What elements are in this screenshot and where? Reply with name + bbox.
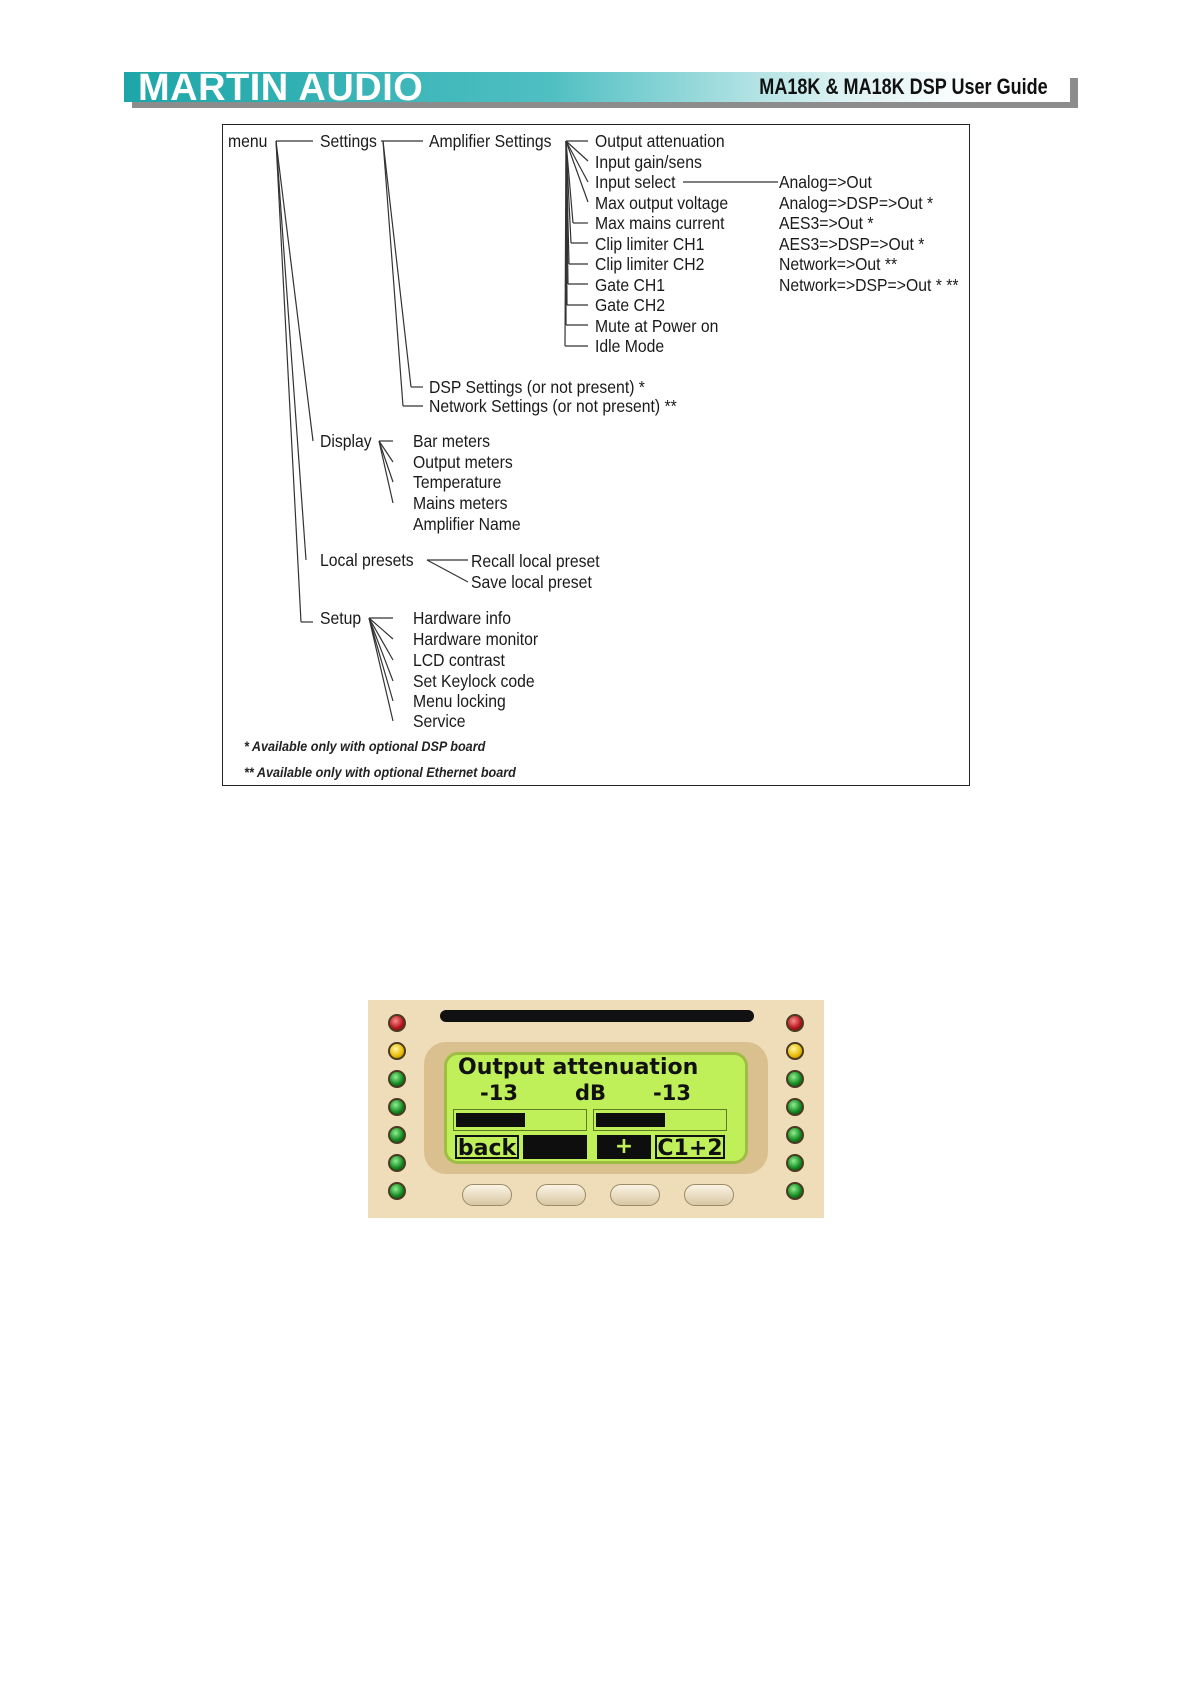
amp-item: Clip limiter CH1: [595, 234, 705, 254]
display-item: Amplifier Name: [413, 514, 521, 534]
setup-item: Hardware monitor: [413, 629, 539, 649]
panel-button-2[interactable]: [536, 1184, 586, 1206]
menu-display: Display: [320, 431, 372, 451]
amp-item: Gate CH2: [595, 295, 666, 315]
led-indicator: [388, 1154, 406, 1172]
banner-bar: MARTIN AUDIO MA18K & MA18K DSP User Guid…: [124, 69, 1070, 107]
panel-button-3[interactable]: [610, 1184, 660, 1206]
led-indicator: [786, 1098, 804, 1116]
amp-item: Gate CH1: [595, 275, 666, 295]
input-option: Analog=>Out: [779, 172, 872, 192]
setup-item: Service: [413, 711, 466, 731]
lcd-screen: Output attenuation -13 dB -13 back + C1+…: [444, 1052, 748, 1164]
display-item: Bar meters: [413, 431, 491, 451]
amp-item: Idle Mode: [595, 336, 665, 356]
menu-setup: Setup: [320, 608, 362, 628]
led-indicator: [786, 1042, 804, 1060]
header-banner: MARTIN AUDIO MA18K & MA18K DSP User Guid…: [124, 69, 1078, 108]
guide-title: MA18K & MA18K DSP User Guide: [759, 74, 1048, 99]
menu-network-settings: Network Settings (or not present) **: [429, 396, 677, 416]
meter-left-fill: [456, 1113, 525, 1127]
softkey-back: back: [455, 1135, 519, 1161]
setup-item: Set Keylock code: [413, 671, 535, 691]
led-indicator: [388, 1182, 406, 1200]
menu-dsp-settings: DSP Settings (or not present) *: [429, 377, 645, 397]
setup-item: Menu locking: [413, 691, 506, 711]
tree-connectors: [275, 140, 778, 722]
led-indicator: [388, 1042, 406, 1060]
amp-item: Input gain/sens: [595, 152, 702, 172]
led-indicator: [786, 1126, 804, 1144]
amp-item: Clip limiter CH2: [595, 254, 705, 274]
led-indicator: [388, 1098, 406, 1116]
meter-right: [593, 1109, 727, 1131]
meter-left: [453, 1109, 587, 1131]
front-panel-display: Output attenuation -13 dB -13 back + C1+…: [368, 1000, 824, 1218]
brand-logo: MARTIN AUDIO: [138, 67, 424, 109]
amp-item: Max mains current: [595, 213, 725, 233]
setup-item: LCD contrast: [413, 650, 505, 670]
input-option: AES3=>Out *: [779, 213, 874, 233]
input-option: Network=>DSP=>Out * **: [779, 275, 959, 295]
lcd-value-right: -13: [653, 1081, 691, 1105]
led-indicator: [388, 1014, 406, 1032]
footnote-ethernet: ** Available only with optional Ethernet…: [244, 764, 516, 780]
lcd-unit: dB: [575, 1081, 607, 1105]
softkey-plus: +: [597, 1135, 651, 1159]
amp-item: Max output voltage: [595, 193, 729, 213]
input-option: Analog=>DSP=>Out *: [779, 193, 934, 213]
display-item: Temperature: [413, 472, 502, 492]
menu-amplifier-settings: Amplifier Settings: [429, 131, 552, 151]
amp-item: Input select: [595, 172, 676, 192]
input-option: Network=>Out **: [779, 254, 898, 274]
softkey-channel: C1+2: [655, 1135, 725, 1161]
softkey-blank: [523, 1135, 587, 1159]
input-option: AES3=>DSP=>Out *: [779, 234, 925, 254]
panel-button-4[interactable]: [684, 1184, 734, 1206]
led-indicator: [388, 1126, 406, 1144]
menu-settings: Settings: [320, 131, 377, 151]
amp-item: Output attenuation: [595, 131, 725, 151]
lcd-value-left: -13: [480, 1081, 518, 1105]
menu-local-presets: Local presets: [320, 550, 414, 570]
setup-item: Hardware info: [413, 608, 512, 628]
amp-item: Mute at Power on: [595, 316, 719, 336]
led-indicator: [786, 1182, 804, 1200]
display-item: Output meters: [413, 452, 513, 472]
panel-button-1[interactable]: [462, 1184, 512, 1206]
led-indicator: [786, 1070, 804, 1088]
led-indicator: [786, 1154, 804, 1172]
footnote-dsp: * Available only with optional DSP board: [244, 738, 486, 754]
meter-right-fill: [596, 1113, 665, 1127]
preset-item: Save local preset: [471, 572, 592, 592]
menu-root: menu: [228, 131, 268, 151]
panel-slot: [440, 1010, 754, 1022]
preset-item: Recall local preset: [471, 551, 600, 571]
led-indicator: [388, 1070, 406, 1088]
lcd-title: Output attenuation: [458, 1055, 699, 1080]
display-item: Mains meters: [413, 493, 508, 513]
menu-tree-diagram: menu Settings Amplifier Settings Output …: [222, 124, 970, 786]
led-indicator: [786, 1014, 804, 1032]
